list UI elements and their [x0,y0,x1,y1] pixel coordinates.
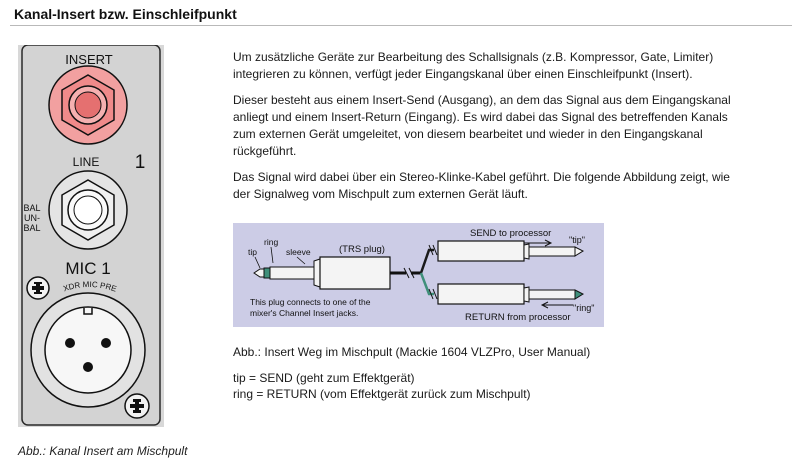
send-plug-icon [437,240,585,262]
article-text: Um zusätzliche Geräte zur Bearbeitung de… [233,49,733,212]
channel-number: 1 [135,152,146,173]
line-jack-icon [48,170,128,250]
diagram-note-line-2: mixer's Channel Insert jacks. [250,308,358,318]
return-plug-icon [437,283,585,305]
paragraph: Das Signal wird dabei über ein Stereo-Kl… [233,170,730,201]
xlr-jack-icon [30,292,146,408]
strip-caption: Abb.: Kanal Insert am Mischpult [18,444,188,458]
diagram-send-label: SEND to processor [470,228,551,239]
insert-cable-diagram: tip ring sleeve (TRS plug) SEND to proce… [233,223,604,327]
trs-plug-icon [253,256,391,290]
diagram-note-line-1: This plug connects to one of the [250,297,371,307]
diagram-caption: Abb.: Insert Weg im Mischpult (Mackie 16… [233,345,591,359]
paragraph: Dieser besteht aus einem Insert-Send (Au… [233,93,731,158]
diagram-ring-quote: "ring" [573,303,594,313]
title-divider [10,25,792,26]
diagram-sleeve-label: sleeve [286,247,311,257]
bal-label: BAL [23,203,40,213]
diagram-tip-label: tip [248,247,257,257]
channel-strip-image: INSERT LINE 1 BAL UN- BAL MIC 1 XDR MIC … [18,45,164,427]
signal-legend: tip = SEND (geht zum Effektgerät) ring =… [233,370,531,402]
return-arrow-icon [540,301,573,309]
bal-label-2: BAL [23,223,40,233]
unbal-label: UN- [24,213,40,223]
diagram-trs-label: (TRS plug) [339,244,385,255]
mic-label: MIC 1 [65,259,110,278]
diagram-tip-quote: "tip" [569,235,585,245]
diagram-return-label: RETURN from processor [465,312,571,323]
insert-label: INSERT [65,52,112,67]
xdr-label: XDR MIC PRE [62,280,118,294]
diagram-ring-label: ring [264,237,278,247]
insert-jack-icon [48,65,128,145]
screw-top-icon [26,276,50,300]
page-title: Kanal-Insert bzw. Einschleifpunkt [14,6,237,22]
screw-bottom-icon [124,393,150,419]
legend-ring: ring = RETURN (vom Effektgerät zurück zu… [233,387,531,401]
paragraph: Um zusätzliche Geräte zur Bearbeitung de… [233,50,714,81]
legend-tip: tip = SEND (geht zum Effektgerät) [233,371,415,385]
line-label: LINE [73,155,100,169]
